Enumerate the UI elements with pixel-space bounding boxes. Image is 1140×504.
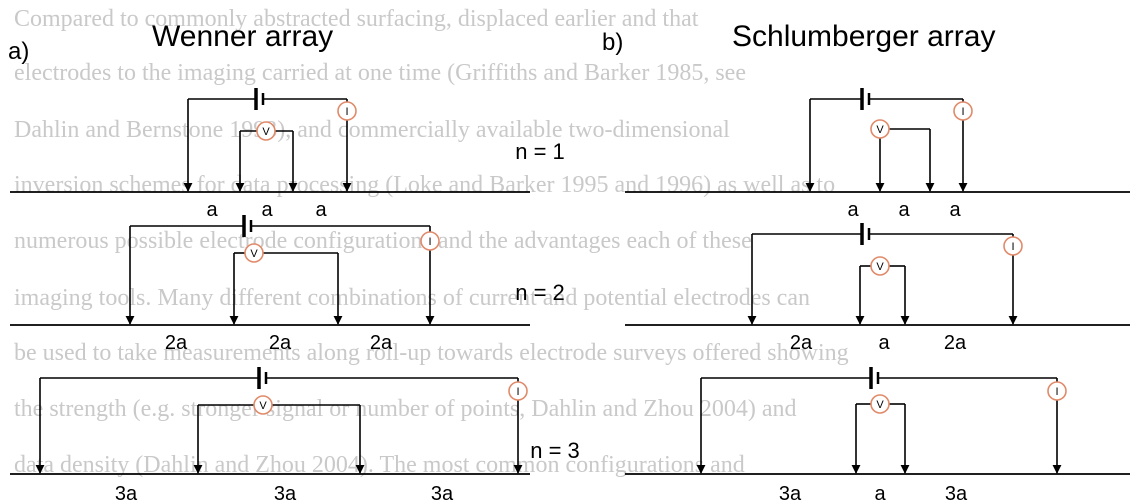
ammeter-icon [508,381,528,401]
ammeter-icon-symbol: I [1055,386,1058,398]
ammeter-icon [1003,236,1023,256]
ammeter-icon [1047,381,1067,401]
voltmeter-icon [253,395,273,415]
voltmeter-icon-symbol: V [876,261,884,273]
voltmeter-icon-symbol: V [876,124,884,136]
panel-a-title: Wenner array [152,20,333,53]
spacing-label: 3a [779,483,802,504]
spacing-label: 2a [944,332,967,354]
spacing-label: 2a [790,332,813,354]
ammeter-icon-symbol: I [516,386,519,398]
spacing-label: 2a [269,332,292,354]
n-label-row-1: n = 1 [515,139,565,164]
voltmeter-icon-symbol: V [876,399,884,411]
spacing-label: a [949,199,961,221]
ammeter-icon [953,101,973,121]
panel-a-letter: a) [8,38,29,65]
spacing-label: 3a [274,483,297,504]
voltmeter-icon [870,119,890,139]
spacing-label: a [315,199,327,221]
spacing-label: 2a [165,332,188,354]
voltmeter-icon-symbol: V [259,400,267,412]
spacing-label: a [874,483,886,504]
ammeter-icon-symbol: I [428,236,431,248]
ammeter-icon [337,101,357,121]
spacing-label: a [206,199,218,221]
spacing-label: 3a [115,483,138,504]
spacing-label: 3a [945,483,968,504]
n-label-row-2: n = 2 [515,280,565,305]
spacing-label: a [898,199,910,221]
ammeter-icon-symbol: I [1011,241,1014,253]
panel-b-title: Schlumberger array [732,20,995,53]
spacing-label: 3a [431,483,454,504]
n-label-row-3: n = 3 [530,438,580,463]
voltmeter-icon-symbol: V [250,248,258,260]
spacing-label: a [261,199,273,221]
voltmeter-icon [870,256,890,276]
spacing-label: a [847,199,859,221]
panel-b-letter: b) [602,29,623,56]
spacing-label: a [878,332,890,354]
voltmeter-icon [870,394,890,414]
ammeter-icon-symbol: I [345,106,348,118]
voltmeter-icon-symbol: V [262,126,270,138]
ammeter-icon [420,231,440,251]
voltmeter-icon [256,121,276,141]
circuit-group: V I V I V I V I V I V I [10,88,1130,475]
spacing-label: 2a [370,332,393,354]
ammeter-icon-symbol: I [961,106,964,118]
voltmeter-icon [244,243,264,263]
